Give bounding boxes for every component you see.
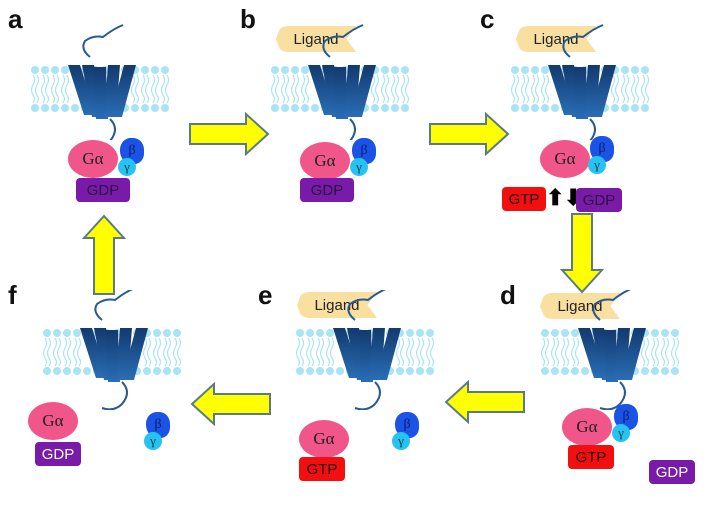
panel-label-f: f (8, 280, 17, 310)
gdp-box: GDP (300, 178, 354, 202)
g-gamma: γ (350, 158, 368, 176)
panel-e: Ligand Gα β γ GTP (295, 290, 495, 520)
panel-label-d: d (500, 280, 516, 310)
gdp-box: GDP (35, 442, 81, 466)
up-arrow-icon: ⬆ (546, 185, 565, 210)
g-alpha: Gα (300, 142, 350, 180)
gtp-box: GTP (568, 445, 614, 469)
g-gamma: γ (118, 158, 136, 176)
g-gamma: γ (392, 432, 410, 450)
panel-label-b: b (240, 4, 256, 34)
ligand: Ligand (516, 26, 596, 52)
g-alpha: Gα (68, 140, 118, 178)
released-gdp-box: GDP (649, 460, 695, 484)
receptor-membrane (510, 24, 650, 140)
panel-d: Ligand Gα β γ GTP GDP (540, 290, 712, 520)
gdp-box: GDP (76, 178, 130, 202)
g-alpha: Gα (562, 408, 612, 446)
panel-b: Ligand Gα β γ GDP (270, 20, 470, 250)
g-alpha: Gα (299, 420, 349, 458)
gtp-box: GTP (299, 457, 345, 481)
arrow-a-to-b-icon (189, 113, 269, 155)
g-gamma: γ (144, 432, 162, 450)
panel-label-c: c (480, 4, 495, 34)
gtp-box: GTP (502, 187, 546, 211)
panel-label-a: a (8, 4, 23, 34)
g-alpha: Gα (540, 140, 590, 178)
panel-f: Gα β γ GDP (28, 290, 242, 520)
arrow-f-to-a-icon (83, 215, 125, 295)
g-gamma: γ (588, 156, 606, 174)
panel-label-e: e (258, 280, 273, 310)
ligand: Ligand (540, 293, 620, 319)
arrow-c-to-d-icon (561, 213, 603, 293)
gpcr-receptor-icon (67, 24, 137, 140)
panel-c: Ligand Gα β γ GTP ⬆ ⬇ GDP (502, 20, 710, 250)
arrow-d-to-e-icon (445, 381, 525, 423)
ligand: Ligand (276, 26, 356, 52)
panel-a: Gα β γ GDP (30, 20, 230, 250)
g-alpha: Gα (28, 402, 78, 440)
gdp-box: GDP (576, 188, 622, 212)
receptor-membrane (540, 290, 680, 410)
g-gamma: γ (612, 424, 630, 442)
arrow-b-to-c-icon (429, 113, 509, 155)
arrow-e-to-f-icon (191, 383, 271, 425)
